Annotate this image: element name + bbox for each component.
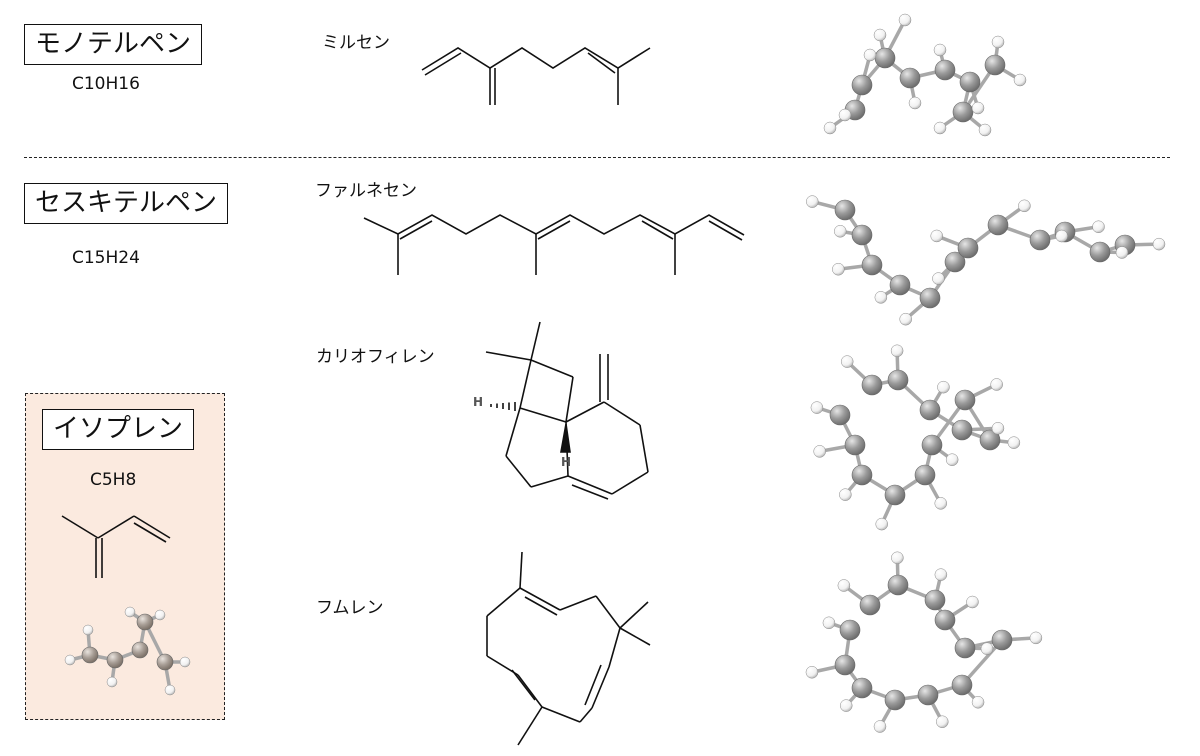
myrcene-structure: [421, 47, 651, 105]
sesquiterpene-formula: C15H24: [72, 248, 140, 268]
humulene-model: [805, 551, 1043, 733]
myrcene-model: [823, 13, 1027, 137]
humulene-name: フムレン: [316, 598, 384, 618]
sesquiterpene-title: セスキテルペン: [24, 183, 229, 224]
isoprene-title: イソプレン: [42, 409, 195, 450]
monoterpene-title: モノテルペン: [24, 24, 203, 65]
farnesene-name: ファルネセン: [315, 181, 417, 201]
monoterpene-formula: C10H16: [72, 74, 140, 94]
isoprene-model: [64, 606, 191, 696]
caryophyllene-model: [810, 344, 1021, 531]
humulene-structure: [486, 551, 651, 746]
stereo-h-label: H: [473, 395, 484, 409]
isoprene-formula: C5H8: [90, 470, 137, 490]
farnesene-model: [806, 195, 1166, 326]
caryophyllene-structure: [485, 321, 649, 500]
farnesene-structure: [363, 214, 745, 275]
section-divider: [24, 157, 1170, 158]
stereo-h-label: H: [561, 455, 572, 469]
caryophyllene-name: カリオフィレン: [316, 347, 435, 367]
myrcene-name: ミルセン: [322, 33, 390, 53]
isoprene-structure: [61, 515, 171, 578]
